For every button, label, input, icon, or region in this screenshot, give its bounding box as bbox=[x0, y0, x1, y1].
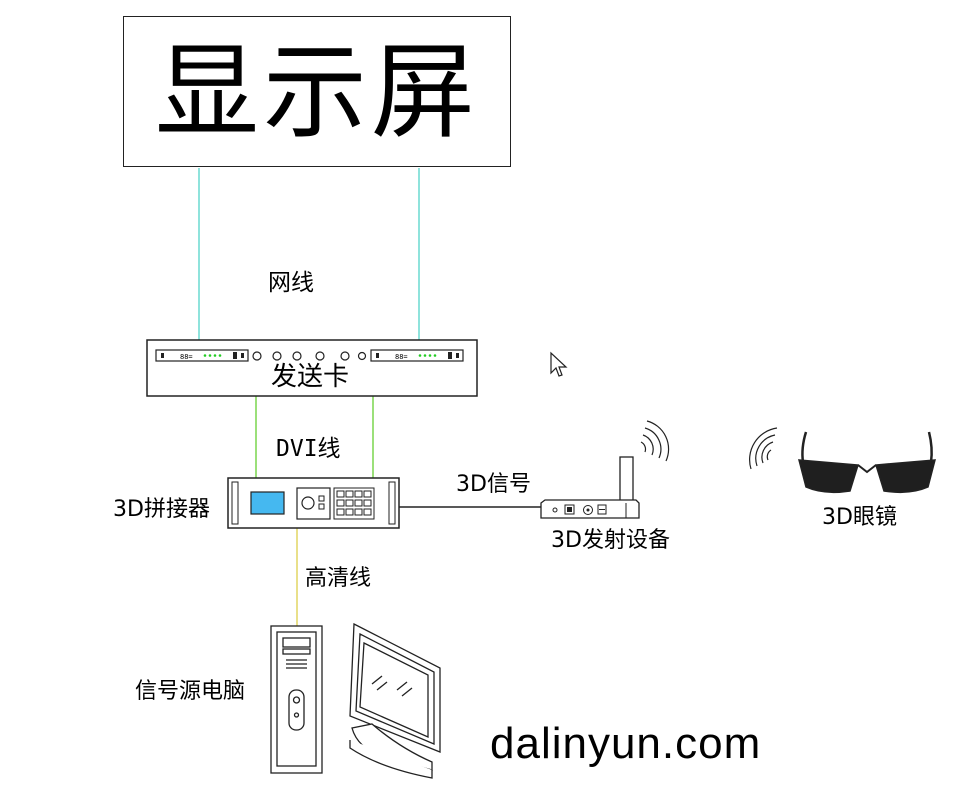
watermark-url[interactable]: dalinyun.com bbox=[490, 719, 762, 768]
mouse-pointer-icon bbox=[550, 351, 568, 377]
pc-tower-icon bbox=[270, 625, 323, 774]
sending-card-label: 发送卡 bbox=[271, 362, 350, 392]
glasses-label: 3D眼镜 bbox=[822, 505, 897, 530]
emitter-waves-icon bbox=[640, 420, 670, 462]
monitor-icon bbox=[349, 622, 441, 779]
splicer-device bbox=[227, 477, 400, 529]
card-slot-right: 88= bbox=[370, 349, 464, 362]
splicer-keypad bbox=[333, 487, 375, 520]
dvi-cable-label: DVI线 bbox=[276, 436, 341, 462]
3d-glasses-icon bbox=[798, 431, 936, 494]
network-cable-label: 网线 bbox=[268, 270, 314, 296]
splicer-label: 3D拼接器 bbox=[113, 497, 210, 522]
card-slot-left: 88= bbox=[155, 349, 249, 362]
wireless-emitter-icon bbox=[540, 456, 640, 519]
svg-text:88=: 88= bbox=[395, 353, 408, 361]
source-pc-label: 信号源电脑 bbox=[135, 679, 246, 704]
display-screen: 显示屏 bbox=[123, 16, 511, 167]
hd-cable-label: 高清线 bbox=[305, 566, 372, 591]
card-ports bbox=[252, 351, 367, 361]
display-screen-label: 显示屏 bbox=[154, 30, 479, 153]
svg-text:88=: 88= bbox=[180, 353, 193, 361]
sending-card: 88= 88= bbox=[146, 339, 478, 397]
signal-3d-label: 3D信号 bbox=[456, 472, 531, 497]
glasses-waves-icon bbox=[749, 427, 778, 470]
emitter-label: 3D发射设备 bbox=[551, 528, 670, 553]
splicer-lcd bbox=[250, 491, 285, 515]
